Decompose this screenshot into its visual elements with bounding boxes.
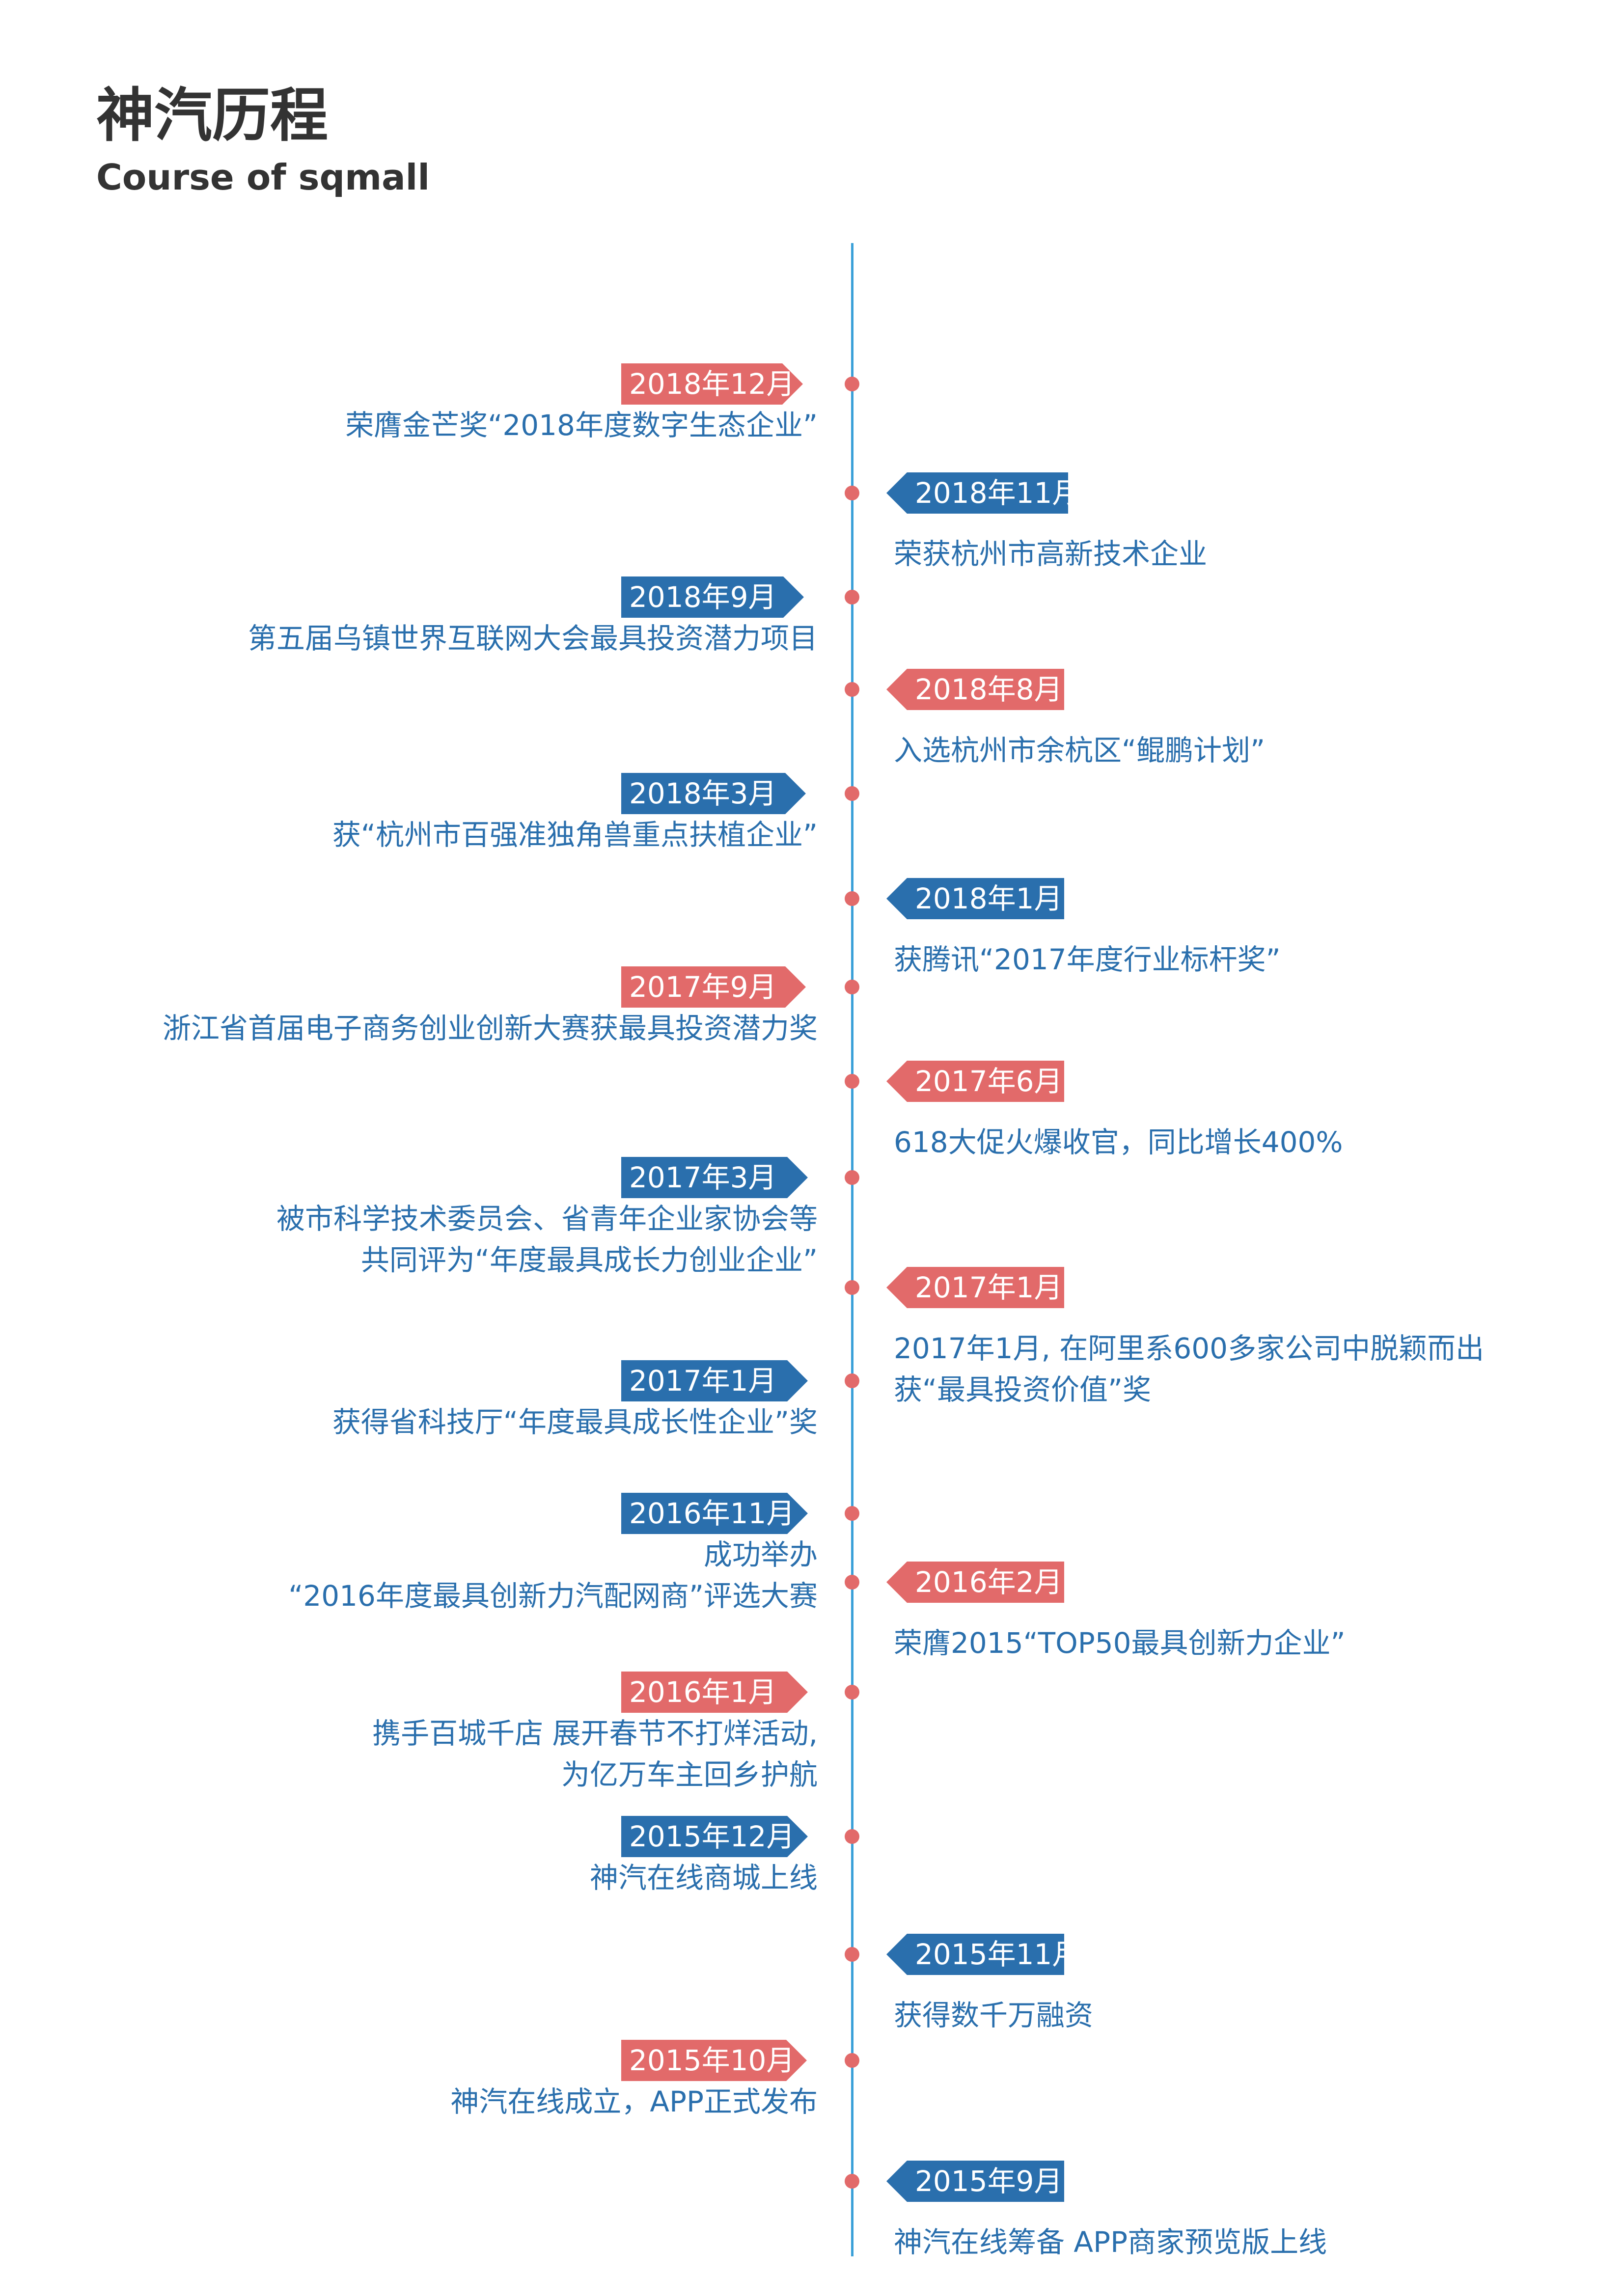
timeline-description-line: 第五届乌镇世界互联网大会最具投资潜力项目: [248, 622, 818, 655]
timeline-dot: [845, 1947, 859, 1962]
timeline-date-badge: 2017年9月: [621, 966, 806, 1008]
timeline-dot: [845, 590, 859, 604]
timeline-dot: [845, 1829, 859, 1844]
timeline-description: 神汽在线商城上线: [590, 1857, 818, 1898]
timeline-date-badge: 2018年12月: [621, 363, 803, 405]
timeline-dot: [845, 891, 859, 906]
timeline-dot: [845, 2174, 859, 2189]
timeline-dot: [845, 1685, 859, 1700]
timeline-date-badge: 2015年10月: [621, 2040, 807, 2081]
timeline-description-line: 获得省科技厅“年度最具成长性企业”奖: [332, 1405, 818, 1439]
timeline-description-line: “2016年度最具创新力汽配网商”评选大赛: [288, 1579, 818, 1613]
timeline-description-line: 获“最具投资价值”奖: [894, 1373, 1152, 1406]
timeline-description-line: 为亿万车主回乡护航: [561, 1758, 818, 1791]
timeline-date-badge: 2015年9月: [886, 2161, 1064, 2202]
timeline-date-badge: 2017年1月: [621, 1360, 808, 1401]
timeline-description-line: 获“杭州市百强准独角兽重点扶植企业”: [332, 818, 818, 851]
timeline-description: 第五届乌镇世界互联网大会最具投资潜力项目: [248, 618, 818, 659]
timeline-date-badge: 2016年1月: [621, 1672, 808, 1713]
timeline-description-line: 成功举办: [703, 1538, 818, 1571]
timeline-dot: [845, 1575, 859, 1590]
timeline-date-badge: 2015年11月: [886, 1934, 1064, 1975]
timeline-description: 入选杭州市余杭区“鲲鹏计划”: [894, 730, 1265, 771]
timeline-dot: [845, 786, 859, 801]
timeline-dot: [845, 1170, 859, 1185]
timeline-description: 荣膺2015“TOP50最具创新力企业”: [894, 1622, 1346, 1664]
timeline-description-line: 2017年1月, 在阿里系600多家公司中脱颖而出: [894, 1332, 1485, 1365]
timeline-description-line: 浙江省首届电子商务创业创新大赛获最具投资潜力奖: [162, 1012, 818, 1045]
timeline-date-badge: 2015年12月: [621, 1816, 808, 1857]
timeline-description: 神汽在线筹备 APP商家预览版上线: [894, 2221, 1327, 2263]
timeline-date-badge: 2017年6月: [886, 1061, 1064, 1102]
timeline-date-badge: 2018年9月: [621, 576, 804, 618]
timeline-description: 荣膺金芒奖“2018年度数字生态企业”: [345, 405, 818, 446]
timeline-description-line: 荣获杭州市高新技术企业: [894, 537, 1208, 571]
timeline-dot: [845, 1506, 859, 1521]
timeline-dot: [845, 980, 859, 994]
page-subtitle: Course of sqmall: [96, 157, 430, 198]
timeline-dot: [845, 2053, 859, 2068]
timeline-description-line: 神汽在线成立，APP正式发布: [450, 2085, 818, 2118]
timeline-description: 被市科学技术委员会、省青年企业家协会等共同评为“年度最具成长力创业企业”: [276, 1198, 818, 1281]
timeline-date-badge: 2016年11月: [621, 1493, 808, 1534]
timeline-dot: [845, 1074, 859, 1089]
timeline-description-line: 获得数千万融资: [894, 1999, 1094, 2032]
timeline-description-line: 618大促火爆收官，同比增长400%: [894, 1125, 1343, 1159]
timeline-description-line: 被市科学技术委员会、省青年企业家协会等: [276, 1202, 818, 1235]
timeline-date-badge: 2018年11月: [886, 472, 1068, 514]
timeline-date-badge: 2017年1月: [886, 1267, 1064, 1308]
timeline-description-line: 入选杭州市余杭区“鲲鹏计划”: [894, 734, 1266, 767]
timeline-date-badge: 2016年2月: [886, 1562, 1064, 1603]
timeline-description: 成功举办 “2016年度最具创新力汽配网商”评选大赛: [288, 1534, 818, 1617]
timeline-description: 荣获杭州市高新技术企业: [894, 533, 1207, 575]
timeline-dot: [845, 1280, 859, 1295]
timeline-description: 获腾讯“2017年度行业标杆奖”: [894, 939, 1281, 980]
timeline-date-badge: 2017年3月: [621, 1157, 808, 1198]
timeline-description-line: 神汽在线商城上线: [589, 1861, 818, 1894]
timeline-dot: [845, 377, 859, 391]
timeline-dot: [845, 486, 859, 500]
timeline-date-badge: 2018年3月: [621, 773, 806, 814]
timeline-description: 携手百城千店 展开春节不打烊活动, 为亿万车主回乡护航: [372, 1713, 818, 1795]
timeline-description-line: 获腾讯“2017年度行业标杆奖”: [894, 943, 1281, 976]
timeline-dot: [845, 682, 859, 697]
timeline-dot: [845, 1373, 859, 1388]
timeline-description: 获得省科技厅“年度最具成长性企业”奖: [332, 1401, 818, 1443]
timeline-description-line: 荣膺2015“TOP50最具创新力企业”: [894, 1626, 1346, 1660]
timeline-date-badge: 2018年8月: [886, 669, 1064, 710]
timeline-description-line: 共同评为“年度最具成长力创业企业”: [360, 1243, 818, 1277]
timeline-description: 获“杭州市百强准独角兽重点扶植企业”: [332, 814, 818, 855]
timeline-description: 获得数千万融资: [894, 1995, 1093, 2036]
timeline-description: 618大促火爆收官，同比增长400%: [894, 1122, 1343, 1163]
timeline-description: 神汽在线成立，APP正式发布: [450, 2081, 818, 2122]
timeline-description-line: 神汽在线筹备 APP商家预览版上线: [894, 2225, 1327, 2259]
page-title: 神汽历程: [96, 82, 329, 149]
timeline-description-line: 携手百城千店 展开春节不打烊活动,: [372, 1717, 818, 1750]
timeline-axis: [851, 243, 853, 2256]
timeline-description: 浙江省首届电子商务创业创新大赛获最具投资潜力奖: [163, 1008, 818, 1049]
timeline-date-badge: 2018年1月: [886, 878, 1064, 919]
timeline-description: 2017年1月, 在阿里系600多家公司中脱颖而出获“最具投资价值”奖: [894, 1328, 1484, 1410]
timeline-description-line: 荣膺金芒奖“2018年度数字生态企业”: [345, 409, 818, 442]
